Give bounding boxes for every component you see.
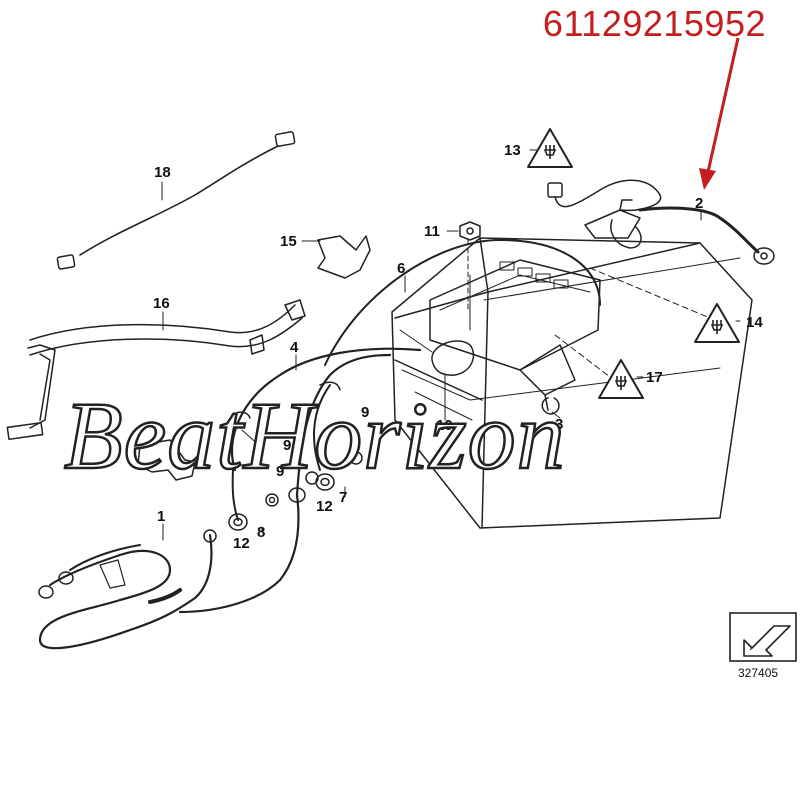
callout-6: 6 xyxy=(397,260,406,277)
callout-12: 12 xyxy=(233,535,250,552)
cable-6 xyxy=(324,239,601,366)
part-3-clip xyxy=(541,397,560,415)
callout-8: 8 xyxy=(257,524,266,541)
view-direction-icon xyxy=(729,612,797,662)
warning-triangle-icon xyxy=(694,303,740,343)
part-2-cable xyxy=(584,199,775,265)
callout-18: 18 xyxy=(154,164,171,181)
warning-triangle-icon xyxy=(527,128,573,168)
callout-7: 7 xyxy=(339,489,348,506)
callout-1: 1 xyxy=(157,508,166,525)
callout-16: 16 xyxy=(153,295,170,312)
part-11-nut xyxy=(459,221,481,311)
part-13-sensor-lead xyxy=(547,179,662,212)
pointer-arrow-icon xyxy=(699,37,740,190)
callout-10: 10 xyxy=(436,417,453,434)
part-16-cable-channel xyxy=(6,299,306,441)
callout-9: 9 xyxy=(276,463,285,480)
part-5-clamp xyxy=(137,439,196,481)
part-number: 61129215952 xyxy=(542,3,766,44)
callout-3: 3 xyxy=(555,416,564,433)
callout-14: 14 xyxy=(746,314,763,331)
part-18-wire xyxy=(56,131,296,270)
callout-4: 4 xyxy=(290,339,299,356)
part-10-cap xyxy=(431,340,475,376)
part-1-cable xyxy=(38,533,213,650)
small-hardware xyxy=(203,381,363,543)
diagram-reference-number: 327405 xyxy=(738,666,779,680)
callout-5: 5 xyxy=(156,426,165,443)
callout-17: 17 xyxy=(646,369,663,386)
battery xyxy=(391,237,753,529)
callout-12: 12 xyxy=(316,498,333,515)
warning-triangle-icon xyxy=(598,359,644,399)
callout-11: 11 xyxy=(424,223,440,240)
callout-15: 15 xyxy=(280,233,297,250)
callout-13: 13 xyxy=(504,142,521,159)
callout-9: 9 xyxy=(361,404,370,421)
callout-2: 2 xyxy=(695,195,704,212)
part-15-bracket xyxy=(317,235,371,279)
callout-9: 9 xyxy=(283,437,292,454)
part-4-cables xyxy=(178,347,422,614)
